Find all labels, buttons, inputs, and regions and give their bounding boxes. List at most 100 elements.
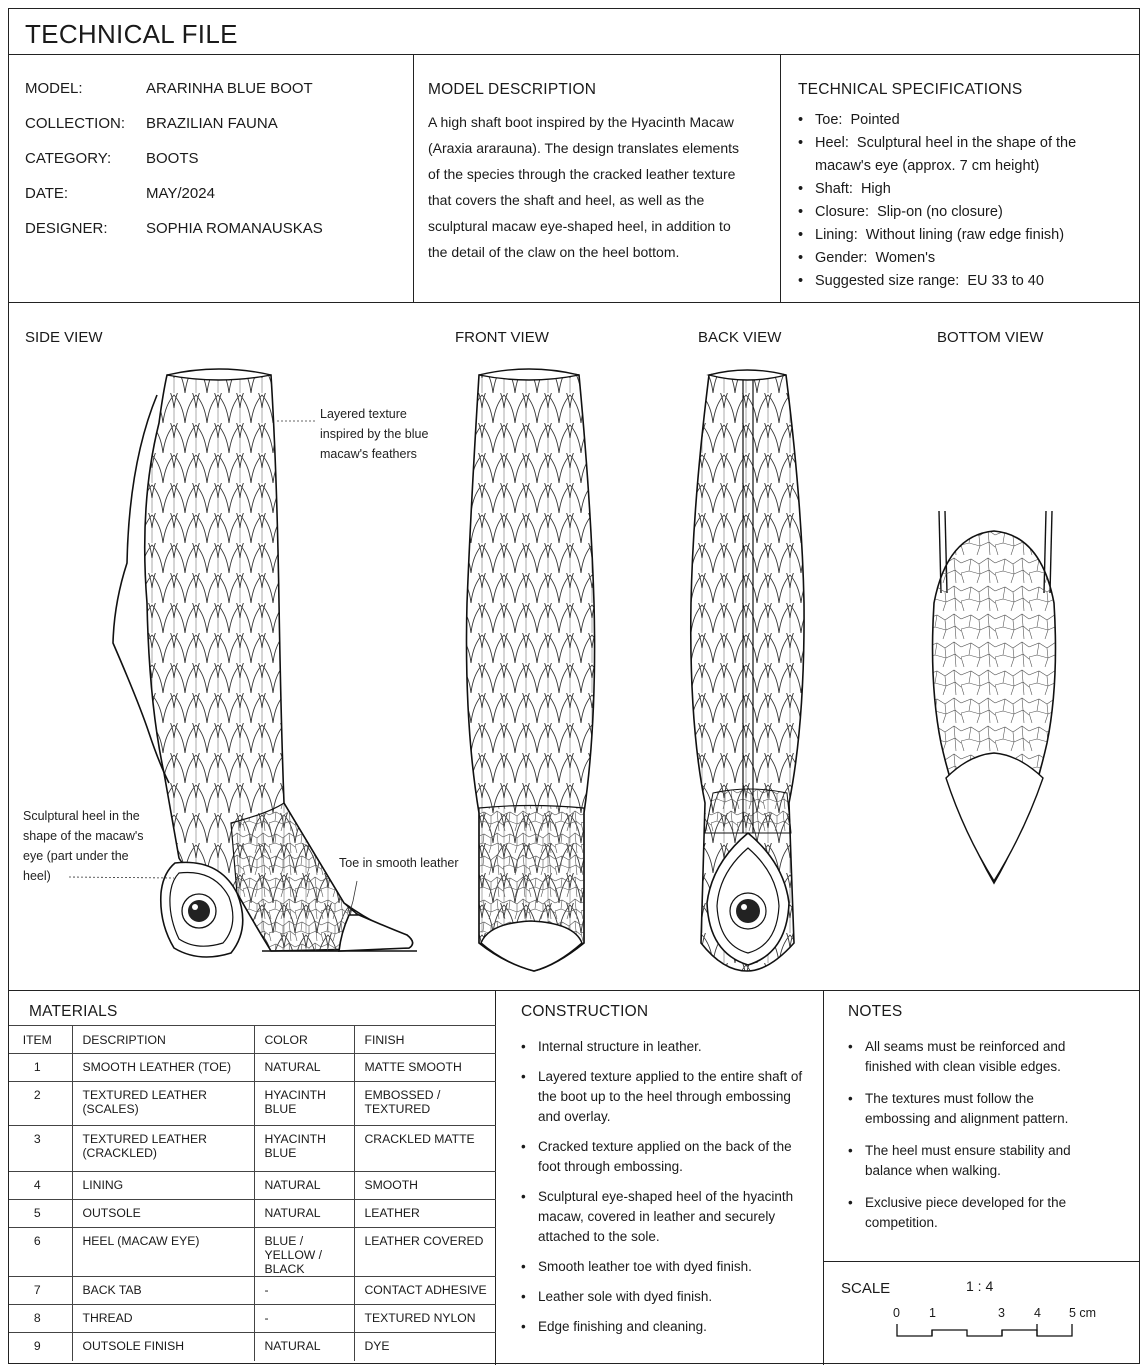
column-header: DESCRIPTION bbox=[71, 1025, 255, 1054]
column-header: FINISH bbox=[353, 1025, 496, 1054]
description-line: of the species through the cracked leath… bbox=[428, 166, 736, 182]
notes-list: All seams must be reinforced and finishe… bbox=[848, 1037, 1083, 1233]
annotation-heel: Sculptural heel in the shape of the maca… bbox=[23, 806, 144, 886]
info-row-collection: COLLECTION:BRAZILIAN FAUNA bbox=[25, 115, 278, 132]
description-text: A high shaft boot inspired by the Hyacin… bbox=[428, 109, 768, 265]
table-row: 1 SMOOTH LEATHER (TOE) NATURAL MATTE SMO… bbox=[9, 1053, 496, 1082]
info-label: COLLECTION: bbox=[25, 115, 126, 132]
cell-item: 9 bbox=[9, 1332, 73, 1361]
specs-title: TECHNICAL SPECIFICATIONS bbox=[798, 81, 1023, 98]
notes-title: NOTES bbox=[848, 1003, 903, 1020]
cell-finish: EMBOSSED / TEXTURED bbox=[353, 1081, 496, 1126]
table-row: 6 HEEL (MACAW EYE) BLUE / YELLOW / BLACK… bbox=[9, 1227, 496, 1277]
spec-item: Lining: Without lining (raw edge finish) bbox=[798, 224, 1133, 247]
construction-list: Internal structure in leather. Layered t… bbox=[521, 1037, 816, 1337]
description-line: sculptural macaw eye-shaped heel, in add… bbox=[428, 218, 731, 234]
cell-finish: LEATHER bbox=[353, 1199, 496, 1228]
cell-color: HYACINTH BLUE bbox=[253, 1081, 355, 1126]
spec-item: Heel: Sculptural heel in the shape of th… bbox=[798, 132, 1133, 178]
front-view-label: FRONT VIEW bbox=[455, 329, 549, 346]
cell-description: OUTSOLE FINISH bbox=[71, 1332, 255, 1361]
bottom-view-drawing bbox=[931, 510, 1057, 885]
page-title: TECHNICAL FILE bbox=[25, 19, 238, 49]
cell-description: THREAD bbox=[71, 1304, 255, 1333]
note-item: The heel must ensure stability and balan… bbox=[848, 1141, 1083, 1181]
annotation-toe: Toe in smooth leather bbox=[339, 856, 459, 870]
technical-sheet: TECHNICAL FILE MODEL:ARARINHA BLUE BOOT … bbox=[8, 8, 1140, 1365]
views-section: SIDE VIEW FRONT VIEW BACK VIEW BOTTOM VI… bbox=[9, 303, 1139, 991]
scale-tick-0: 0 bbox=[893, 1306, 900, 1320]
table-row: 7 BACK TAB - CONTACT ADHESIVE bbox=[9, 1276, 496, 1305]
bottom-view-label: BOTTOM VIEW bbox=[937, 329, 1044, 346]
annotation-line: eye (part under the bbox=[23, 849, 129, 863]
construction-item: Edge finishing and cleaning. bbox=[521, 1317, 816, 1337]
cell-description: TEXTURED LEATHER (SCALES) bbox=[71, 1081, 255, 1126]
info-value: BOOTS bbox=[146, 150, 199, 167]
materials-table: ITEM DESCRIPTION COLOR FINISH 1 SMOOTH L… bbox=[9, 1025, 496, 1361]
boot-drawings bbox=[68, 368, 1057, 972]
top-section: MODEL:ARARINHA BLUE BOOT COLLECTION:BRAZ… bbox=[9, 55, 1139, 303]
spec-item: Gender: Women's bbox=[798, 247, 1133, 270]
scale-label: SCALE bbox=[841, 1280, 891, 1297]
cell-description: TEXTURED LEATHER (CRACKLED) bbox=[71, 1125, 255, 1172]
scale-tick-1: 1 bbox=[929, 1306, 936, 1320]
model-description: MODEL DESCRIPTION A high shaft boot insp… bbox=[414, 55, 781, 302]
side-view-label: SIDE VIEW bbox=[25, 329, 103, 346]
scale-tick-3: 3 bbox=[998, 1306, 1005, 1320]
cell-finish: MATTE SMOOTH bbox=[353, 1053, 496, 1082]
annotation-line: heel) bbox=[23, 869, 51, 883]
back-view-label: BACK VIEW bbox=[698, 329, 782, 346]
notes: NOTES All seams must be reinforced and f… bbox=[824, 991, 1139, 1365]
annotation-line: Sculptural heel in the bbox=[23, 809, 140, 823]
cell-item: 3 bbox=[9, 1125, 73, 1172]
scale-tick-5: 5 cm bbox=[1069, 1306, 1097, 1320]
info-row-model: MODEL:ARARINHA BLUE BOOT bbox=[25, 80, 313, 97]
column-header: COLOR bbox=[253, 1025, 355, 1054]
column-header: ITEM bbox=[9, 1025, 73, 1054]
construction-item: Smooth leather toe with dyed finish. bbox=[521, 1257, 816, 1277]
note-item: Exclusive piece developed for the compet… bbox=[848, 1193, 1083, 1233]
materials: MATERIALS ITEM DESCRIPTION COLOR FINISH … bbox=[9, 991, 496, 1365]
cell-color: NATURAL bbox=[253, 1332, 355, 1361]
info-value: SOPHIA ROMANAUSKAS bbox=[146, 220, 323, 237]
cell-item: 5 bbox=[9, 1199, 73, 1228]
info-label: DATE: bbox=[25, 185, 69, 202]
description-line: A high shaft boot inspired by the Hyacin… bbox=[428, 114, 734, 130]
table-row: 8 THREAD - TEXTURED NYLON bbox=[9, 1304, 496, 1333]
scale-tick-4: 4 bbox=[1034, 1306, 1041, 1320]
cell-color: NATURAL bbox=[253, 1171, 355, 1200]
table-row: 4 LINING NATURAL SMOOTH bbox=[9, 1171, 496, 1200]
cell-description: LINING bbox=[71, 1171, 255, 1200]
annotation-line: shape of the macaw's bbox=[23, 829, 144, 843]
scale-bar bbox=[896, 1324, 1073, 1337]
specs-list: Toe: Pointed Heel: Sculptural heel in th… bbox=[798, 109, 1133, 293]
spec-item: Suggested size range: EU 33 to 40 bbox=[798, 270, 1133, 293]
annotation-line: inspired by the blue bbox=[320, 427, 429, 441]
info-label: MODEL: bbox=[25, 80, 83, 97]
description-title: MODEL DESCRIPTION bbox=[428, 81, 597, 98]
description-line: (Araxia ararauna). The design translates… bbox=[428, 140, 740, 156]
cell-finish: LEATHER COVERED bbox=[353, 1227, 496, 1277]
construction-item: Sculptural eye-shaped heel of the hyacin… bbox=[521, 1187, 816, 1247]
cell-finish: TEXTURED NYLON bbox=[353, 1304, 496, 1333]
spec-item: Toe: Pointed bbox=[798, 109, 1133, 132]
materials-title: MATERIALS bbox=[29, 1003, 118, 1020]
construction-item: Cracked texture applied on the back of t… bbox=[521, 1137, 816, 1177]
cell-color: - bbox=[253, 1276, 355, 1305]
side-view-drawing bbox=[68, 368, 417, 958]
description-line: that covers the shaft and heel, as well … bbox=[428, 192, 705, 208]
cell-item: 1 bbox=[9, 1053, 73, 1082]
cell-color: NATURAL bbox=[253, 1053, 355, 1082]
info-row-category: CATEGORY:BOOTS bbox=[25, 150, 199, 167]
table-row: 5 OUTSOLE NATURAL LEATHER bbox=[9, 1199, 496, 1228]
table-row: 2 TEXTURED LEATHER (SCALES) HYACINTH BLU… bbox=[9, 1081, 496, 1126]
scale-ratio: 1 : 4 bbox=[966, 1278, 994, 1294]
cell-item: 8 bbox=[9, 1304, 73, 1333]
cell-color: HYACINTH BLUE bbox=[253, 1125, 355, 1172]
title-bar: TECHNICAL FILE bbox=[9, 9, 1139, 55]
info-row-designer: DESIGNER:SOPHIA ROMANAUSKAS bbox=[25, 220, 323, 237]
cell-description: SMOOTH LEATHER (TOE) bbox=[71, 1053, 255, 1082]
annotation-texture: Layered texture inspired by the blue mac… bbox=[320, 404, 428, 464]
cell-finish: SMOOTH bbox=[353, 1171, 496, 1200]
cell-color: - bbox=[253, 1304, 355, 1333]
